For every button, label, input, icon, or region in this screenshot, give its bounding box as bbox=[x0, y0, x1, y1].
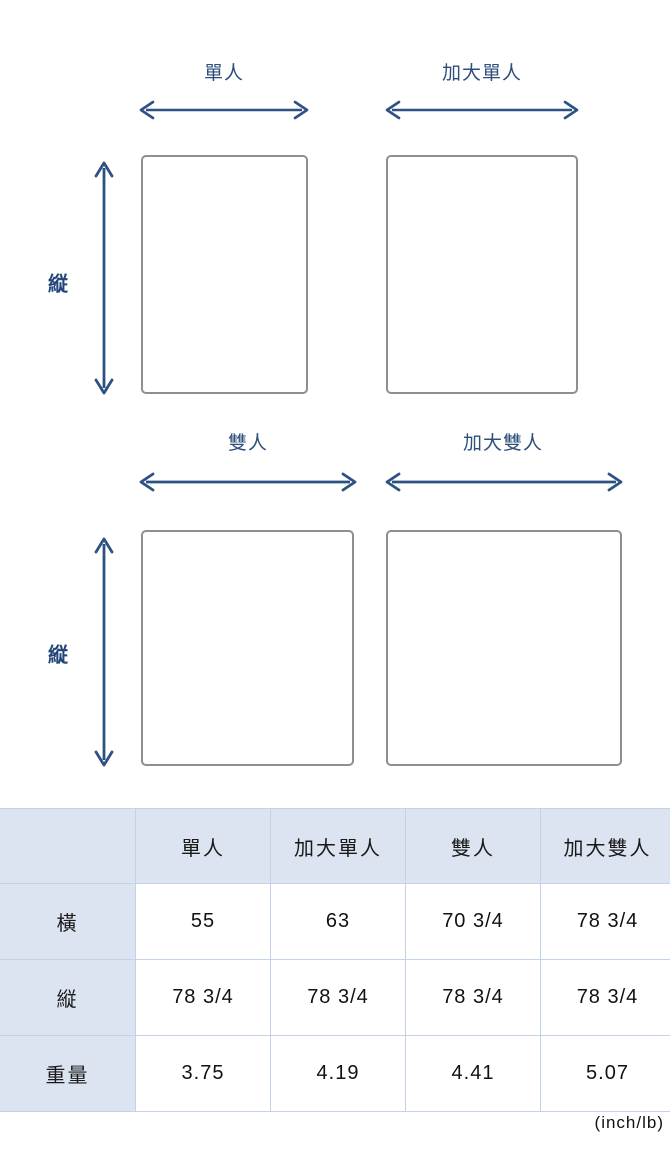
table-col-header-double: 雙人 bbox=[405, 808, 541, 884]
table-row: 橫 55 63 70 3/4 78 3/4 bbox=[0, 883, 670, 960]
unit-note: (inch/lb) bbox=[594, 1113, 664, 1132]
cell-width-queen: 78 3/4 bbox=[540, 883, 670, 960]
cell-width-double: 70 3/4 bbox=[405, 883, 541, 960]
width-label-queen: 加大雙人 bbox=[462, 433, 544, 454]
table-header-row: 單人 加大單人 雙人 加大雙人 bbox=[0, 808, 670, 884]
table-row-header-weight: 重量 bbox=[0, 1035, 136, 1112]
table-row: 縦 78 3/4 78 3/4 78 3/4 78 3/4 bbox=[0, 959, 670, 1036]
width-label-single: 單人 bbox=[203, 63, 245, 84]
cell-weight-single: 3.75 bbox=[135, 1035, 271, 1112]
table-row: 重量 3.75 4.19 4.41 5.07 bbox=[0, 1035, 670, 1112]
width-arrow-double bbox=[138, 471, 358, 493]
table-col-header-super-single: 加大單人 bbox=[270, 808, 406, 884]
cell-height-queen: 78 3/4 bbox=[540, 959, 670, 1036]
width-label-double: 雙人 bbox=[227, 433, 269, 454]
table-row-header-width: 橫 bbox=[0, 883, 136, 960]
spec-table: 單人 加大單人 雙人 加大雙人 橫 55 63 70 3/4 78 3/4 縦 … bbox=[0, 808, 670, 1112]
table-col-header-single: 單人 bbox=[135, 808, 271, 884]
mattress-box-super-single bbox=[386, 155, 578, 394]
width-label-super-single: 加大單人 bbox=[441, 63, 523, 84]
cell-height-super-single: 78 3/4 bbox=[270, 959, 406, 1036]
height-label-row2: 縦 bbox=[48, 644, 68, 667]
cell-height-double: 78 3/4 bbox=[405, 959, 541, 1036]
mattress-box-double bbox=[141, 530, 354, 766]
cell-weight-double: 4.41 bbox=[405, 1035, 541, 1112]
cell-height-single: 78 3/4 bbox=[135, 959, 271, 1036]
mattress-box-single bbox=[141, 155, 308, 394]
table-col-header-queen: 加大雙人 bbox=[540, 808, 670, 884]
height-arrow-row2 bbox=[93, 536, 115, 768]
width-arrow-queen bbox=[384, 471, 624, 493]
table-row-header-height: 縦 bbox=[0, 959, 136, 1036]
cell-width-super-single: 63 bbox=[270, 883, 406, 960]
width-arrow-super-single bbox=[384, 99, 580, 121]
mattress-box-queen bbox=[386, 530, 622, 766]
cell-width-single: 55 bbox=[135, 883, 271, 960]
cell-weight-queen: 5.07 bbox=[540, 1035, 670, 1112]
table-corner-cell bbox=[0, 808, 136, 884]
width-arrow-single bbox=[138, 99, 310, 121]
cell-weight-super-single: 4.19 bbox=[270, 1035, 406, 1112]
height-arrow-row1 bbox=[93, 160, 115, 396]
height-label-row1: 縦 bbox=[48, 273, 68, 296]
